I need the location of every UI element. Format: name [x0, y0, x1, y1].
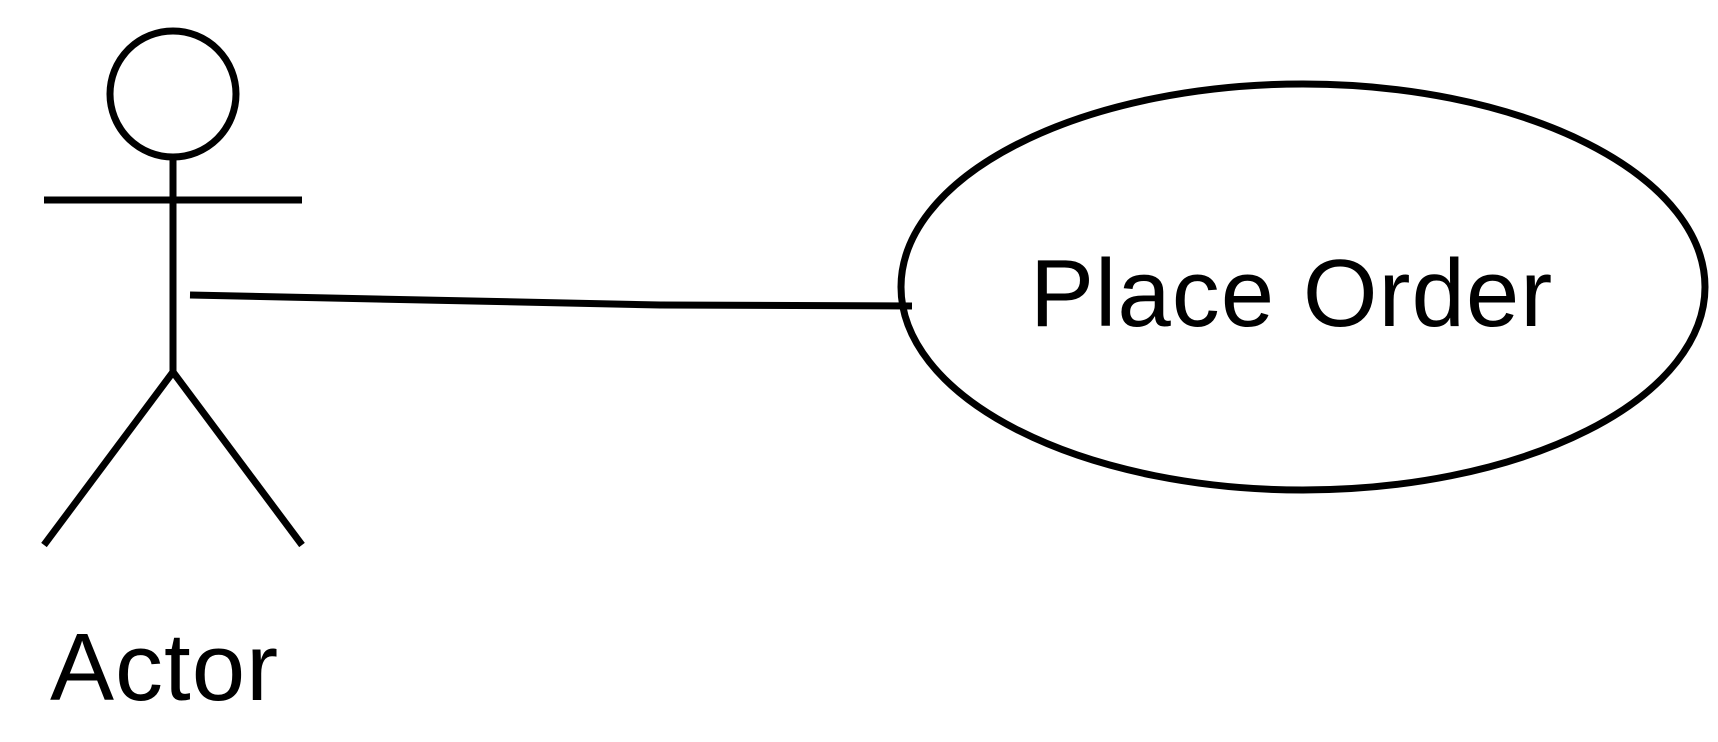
actor-left-leg [41, 369, 176, 548]
association-line [189, 291, 913, 310]
actor-figure [41, 27, 305, 548]
use-case-ellipse [897, 80, 1709, 494]
actor-label: Actor [50, 614, 280, 721]
use-case-label: Place Order [1030, 240, 1554, 347]
actor-right-leg [170, 369, 305, 548]
actor-head [106, 27, 240, 161]
